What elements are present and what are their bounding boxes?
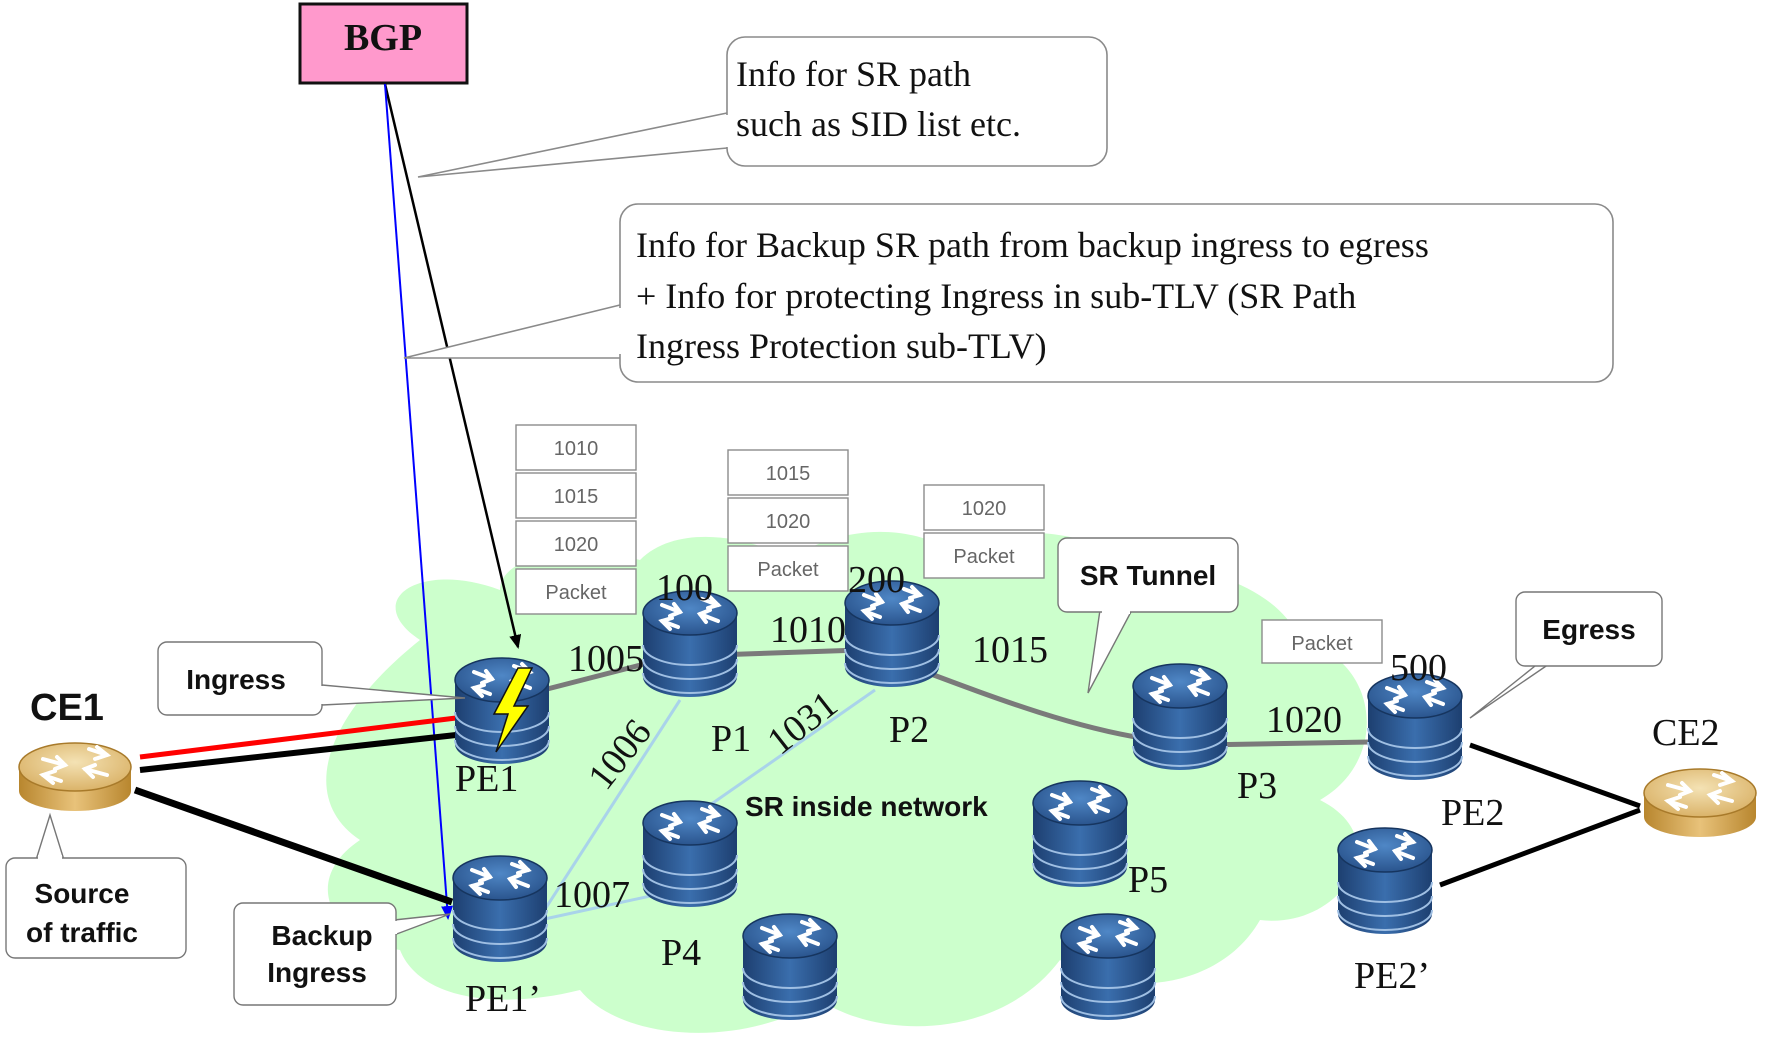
node-sid-pe2: 500 [1390, 647, 1447, 689]
link-pe1b-p4 [539, 893, 656, 922]
stack-p3-packet: Packet [1291, 633, 1353, 655]
source-tag: Source of traffic [5, 812, 187, 959]
router-bottom-right [1059, 912, 1157, 1022]
adj-sid-p3-pe2: 1020 [1266, 699, 1342, 741]
router-pe2b [1336, 826, 1434, 936]
backup-info-line1: Info for Backup SR path from backup ingr… [636, 225, 1429, 265]
node-sid-p1: 100 [656, 567, 713, 609]
stack-p2-packet: Packet [953, 546, 1015, 568]
label-stack-p2: 1020 Packet [923, 484, 1045, 579]
link-ce1-pe1-primary [139, 715, 457, 760]
stack-p2-label-1: 1020 [962, 498, 1007, 520]
node-label-pe1b: PE1’ [465, 978, 541, 1020]
bgp-arrow-to-pe1 [383, 83, 522, 649]
label-stack-p1: 1015 1020 Packet [727, 449, 849, 592]
node-label-p5: P5 [1128, 859, 1168, 901]
backup-ingress-tag: Backup Ingress [233, 902, 451, 1006]
node-sid-p2: 200 [848, 559, 905, 601]
link-p4-p2 [699, 688, 876, 814]
stack-pe1-packet: Packet [545, 582, 607, 604]
link-p1-p2 [714, 647, 861, 658]
stack-pe1-label-3: 1020 [554, 534, 599, 556]
node-label-ce2: CE2 [1652, 712, 1720, 754]
backup-ingress-tag-line1: Backup [271, 920, 372, 951]
link-pe2b-ce2 [1439, 807, 1641, 888]
stack-pe1-label-2: 1015 [554, 486, 599, 508]
router-p4 [641, 799, 739, 909]
ingress-tag-label: Ingress [186, 664, 286, 695]
node-label-p4: P4 [661, 932, 701, 974]
ingress-tag: Ingress [157, 641, 466, 716]
backup-info-line2: + Info for protecting Ingress in sub-TLV… [636, 276, 1356, 316]
router-p5 [1031, 779, 1129, 889]
egress-tag-label: Egress [1542, 614, 1635, 645]
backup-info-callout: Info for Backup SR path from backup ingr… [403, 203, 1614, 383]
node-label-ce1: CE1 [30, 687, 104, 729]
router-p3 [1131, 662, 1229, 772]
fault-lightning-icon [492, 667, 534, 753]
source-tag-line2: of traffic [26, 917, 138, 948]
adj-sid-pe1-p1: 1005 [568, 638, 644, 680]
node-label-p1: P1 [711, 718, 751, 760]
router-pe2 [1366, 672, 1464, 782]
sr-path-info-line2: such as SID list etc. [736, 104, 1021, 144]
router-ce1 [17, 741, 133, 813]
link-ce1-pe1b [133, 786, 454, 906]
stack-p1-packet: Packet [757, 559, 819, 581]
adj-sid-p2-p3: 1015 [972, 629, 1048, 671]
source-tag-line1: Source [35, 878, 130, 909]
sr-tunnel-tag: SR Tunnel [1057, 537, 1239, 694]
stack-pe1-label-1: 1010 [554, 438, 599, 460]
link-p2-p3 [914, 665, 1156, 743]
sr-tunnel-tag-label: SR Tunnel [1080, 560, 1216, 591]
label-stack-p3: Packet [1261, 619, 1383, 664]
link-ce1-pe1 [139, 732, 457, 773]
router-pe1b [451, 854, 549, 964]
node-label-pe1: PE1 [455, 758, 518, 800]
node-label-p2: P2 [889, 709, 929, 751]
bgp-arrow-to-pe1-backup [384, 83, 454, 920]
node-label-p3: P3 [1237, 765, 1277, 807]
link-pe2-ce2 [1469, 742, 1641, 809]
sr-path-info-callout: Info for SR path such as SID list etc. [417, 36, 1108, 178]
bgp-label: BGP [344, 17, 422, 59]
stack-p1-label-1: 1015 [766, 463, 811, 485]
link-p3-pe2 [1199, 739, 1371, 748]
sr-path-info-line1: Info for SR path [736, 54, 971, 94]
backup-ingress-tag-line2: Ingress [267, 957, 367, 988]
node-label-pe2: PE2 [1441, 792, 1504, 834]
router-bottom-left [741, 912, 839, 1022]
backup-info-line3: Ingress Protection sub-TLV) [636, 326, 1047, 366]
link-pe1b-p1 [538, 699, 682, 918]
router-ce2 [1642, 767, 1758, 839]
adj-sid-pe1b-p4: 1007 [554, 874, 630, 916]
adj-sid-p1-p2: 1010 [770, 609, 846, 651]
egress-tag: Egress [1469, 591, 1663, 719]
node-label-pe2b: PE2’ [1354, 955, 1430, 997]
label-stack-pe1: 1010 1015 1020 Packet [515, 424, 637, 615]
stack-p1-label-2: 1020 [766, 511, 811, 533]
sr-inside-network-label: SR inside network [745, 791, 988, 822]
bgp-box [298, 2, 469, 85]
